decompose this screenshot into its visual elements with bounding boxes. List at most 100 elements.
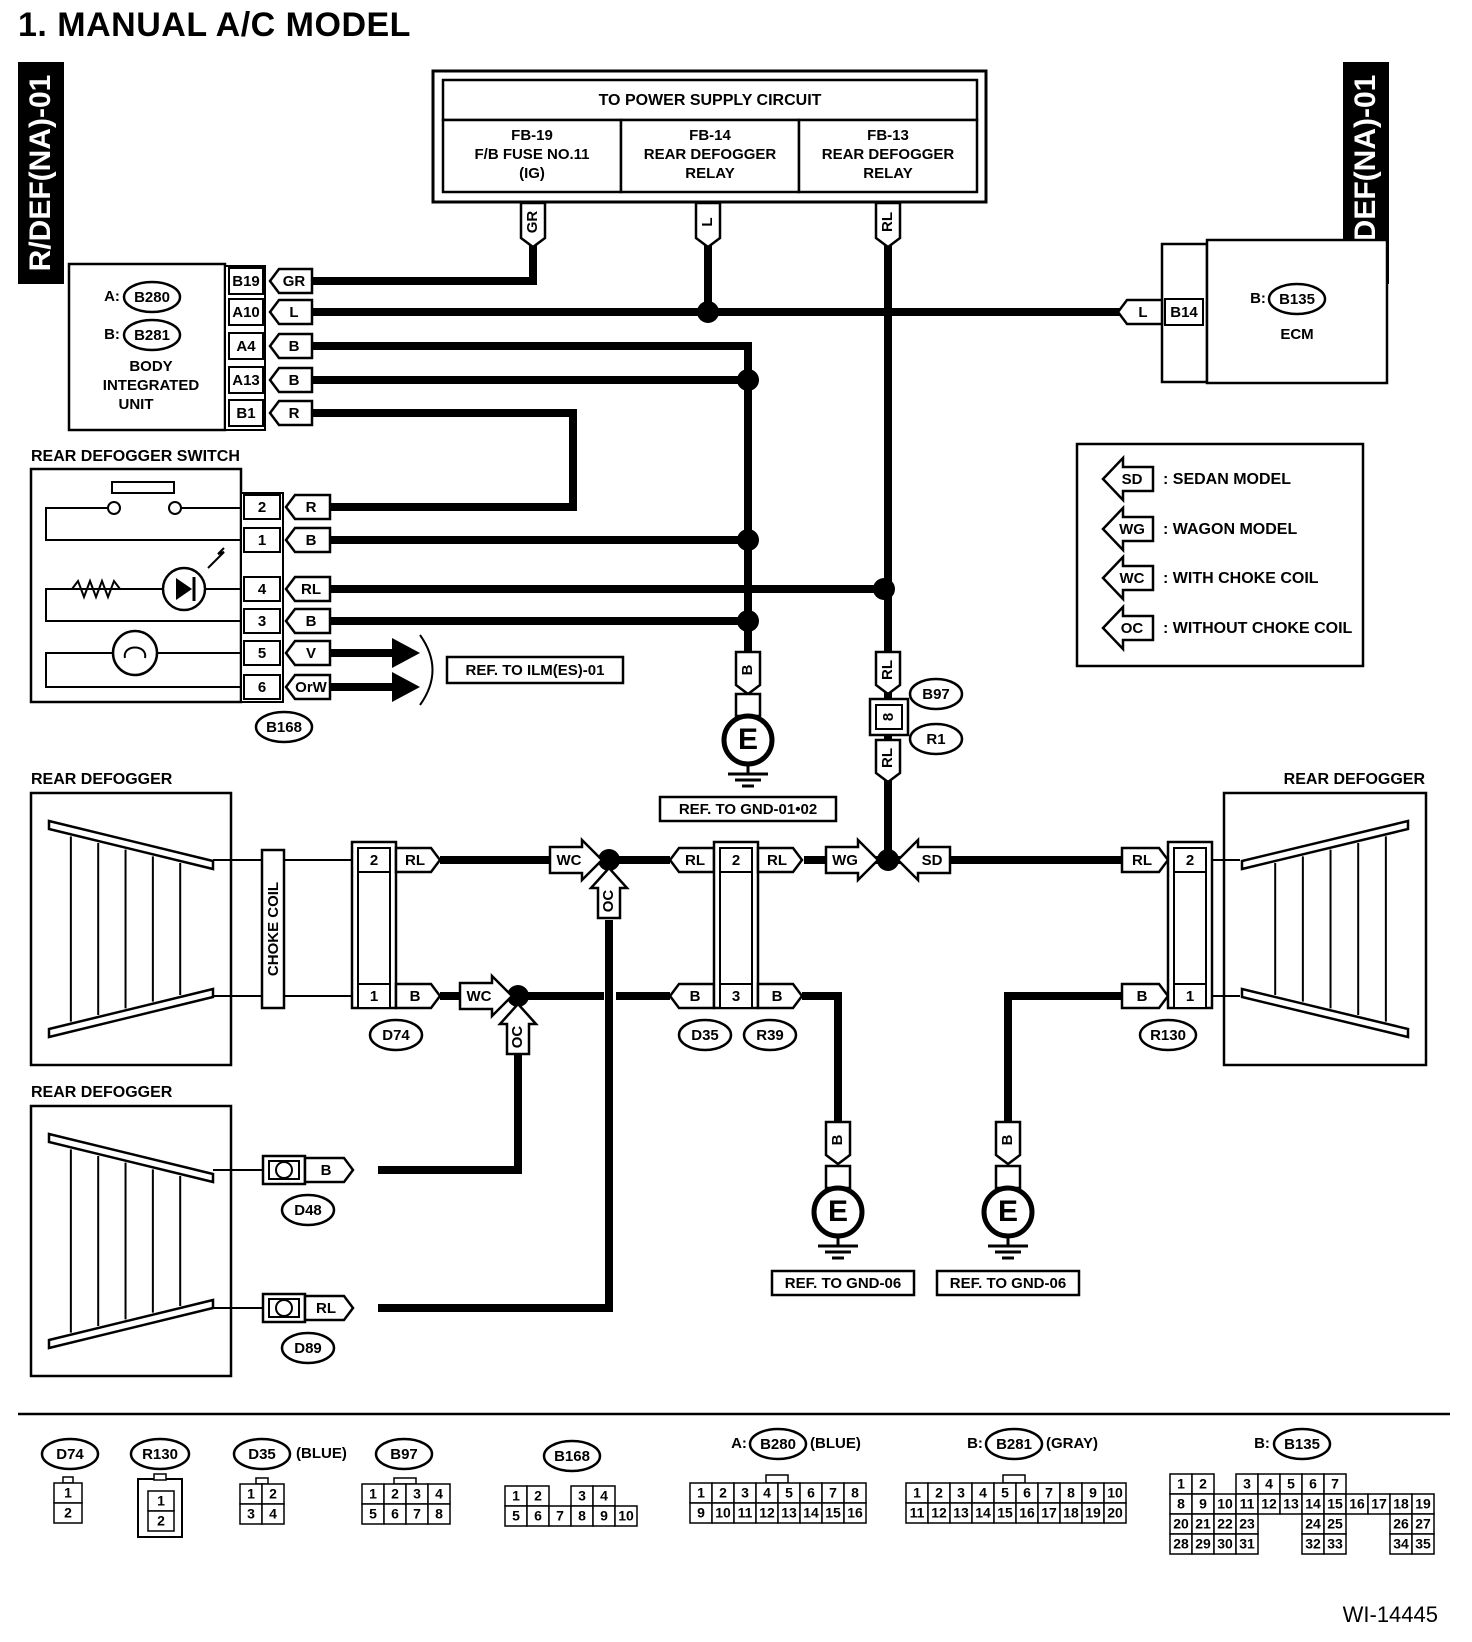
biu-wire-tag-text: R: [289, 405, 300, 422]
switch-wire-tag: [284, 575, 332, 603]
d35-pin: 1: [247, 1486, 255, 1502]
b135-pin: 31: [1239, 1536, 1255, 1552]
d74-pin-2-text: 2: [370, 852, 378, 869]
power-cell-text: REAR DEFOGGER: [822, 146, 955, 163]
switch-pin-text: 5: [258, 645, 266, 662]
b281-pin: 6: [1023, 1485, 1031, 1501]
b135-pin: 14: [1305, 1496, 1321, 1512]
switch-wire-tag-text: B: [306, 532, 317, 549]
d74-rl-tag-text: RL: [405, 852, 425, 869]
b135-pin: 10: [1217, 1496, 1233, 1512]
r130-latch: [153, 1473, 167, 1481]
b135-pin: 30: [1217, 1536, 1233, 1552]
power-cell-text: RELAY: [685, 165, 734, 182]
b280-pin: 14: [803, 1505, 819, 1521]
section-tag-left: R/DEF(NA)-01: [18, 62, 64, 284]
b281-pin: 4: [979, 1485, 987, 1501]
rear-defogger-left-bar-top: [47, 819, 215, 871]
biu-conn-b280-text: B280: [134, 289, 170, 306]
r130-rl-tag: [1120, 846, 1170, 874]
b135-pin: 16: [1349, 1496, 1365, 1512]
b135-pin: 17: [1371, 1496, 1387, 1512]
switch-wire-tag: [284, 526, 332, 554]
b281-pin: 10: [1107, 1485, 1123, 1501]
switch-wire-tag-text: R: [306, 499, 317, 516]
biu-wire-tag: [268, 366, 314, 394]
b281-pin: 8: [1067, 1485, 1075, 1501]
led-light-icon: [207, 547, 225, 569]
power-cell-text: RELAY: [863, 165, 912, 182]
b280-prefix: A:: [731, 1435, 747, 1452]
b280-latch: [765, 1474, 789, 1484]
d89-rl-tag: [303, 1294, 355, 1322]
tag-rl-upper-text: RL: [879, 660, 896, 680]
tag-gr-text: GR: [524, 211, 541, 234]
tag-gr: [519, 201, 547, 249]
conn-d74: [368, 1018, 424, 1052]
d35-rl-tag-text: RL: [685, 852, 705, 869]
d74-latch: [62, 1476, 74, 1484]
wire-r: [272, 409, 577, 511]
biu-pin-text: A4: [236, 338, 256, 355]
rear-defogger-left: [29, 791, 233, 1067]
b281-pin: 17: [1041, 1505, 1057, 1521]
b281-pin: 15: [997, 1505, 1013, 1521]
d74-rl-tag: [394, 846, 442, 874]
b135-pin: 7: [1331, 1476, 1339, 1492]
relay-cell-1: [619, 118, 801, 194]
power-cell-text: FB-13: [867, 127, 909, 144]
b280-pin: 1: [697, 1485, 705, 1501]
r130-b-tag-text: B: [1137, 988, 1148, 1005]
d35-pin: 4: [269, 1506, 277, 1522]
r130-pin-2-text: 2: [1186, 852, 1194, 869]
ecm-pin-text: B14: [1170, 304, 1198, 321]
legend-conn-d74: [40, 1437, 100, 1471]
b280-pin: 6: [807, 1485, 815, 1501]
ground-3-stub: [994, 1164, 1022, 1190]
d74-b-tag-text: B: [410, 988, 421, 1005]
b281-pin: 1: [913, 1485, 921, 1501]
biu-pin-text: A13: [232, 372, 260, 389]
biu-wire-tag-text: B: [289, 372, 300, 389]
ecm-conn-b135-text: B135: [1279, 291, 1315, 308]
ecm-name: ECM: [1280, 326, 1313, 343]
switch-wire-tag: [284, 639, 332, 667]
b97-latch: [393, 1477, 417, 1485]
conn-d35-text: D35: [691, 1027, 719, 1044]
arrow-oc-top: [588, 866, 630, 920]
page-title: 1. MANUAL A/C MODEL: [18, 6, 411, 44]
tag-rl-text: RL: [879, 212, 896, 232]
junction-rl-main: [877, 849, 899, 871]
arrow-sd-text: SD: [922, 852, 943, 869]
tag-b-gnd06b: [994, 1120, 1022, 1166]
b280-pin: 5: [785, 1485, 793, 1501]
biu-conn-b281: [122, 318, 182, 352]
d74-pin-1-text: 1: [370, 988, 378, 1005]
ground-3-letter: E: [998, 1195, 1018, 1228]
legend-conn-b168: [542, 1439, 602, 1473]
switch-pin: [243, 608, 281, 634]
tag-rl-upper: [874, 650, 902, 696]
b135-pin: 8: [1177, 1496, 1185, 1512]
b280-pin: 7: [829, 1485, 837, 1501]
biu-wire-tag-text: L: [289, 304, 298, 321]
d74-pin-1: [357, 983, 391, 1009]
b280-cell: [843, 1502, 867, 1524]
b281-prefix: B:: [967, 1435, 983, 1452]
tag-b-gnd06a-text: B: [829, 1134, 846, 1145]
wire-b-gnd06b: [1004, 992, 1130, 1122]
b168-pin: 3: [578, 1488, 586, 1504]
biu-wire-tag-text: GR: [283, 273, 306, 290]
legend-arrow-text: WG: [1119, 521, 1145, 538]
ground-2-stub: [824, 1164, 852, 1190]
junction-rl-wc: [598, 849, 620, 871]
arrow-oc-bottom-text: OC: [509, 1026, 526, 1049]
bulb-icon: [111, 629, 159, 677]
arrow-wc-bottom: [458, 972, 514, 1020]
wire-oc-d89: [378, 920, 613, 1312]
b135-cell: [1323, 1533, 1347, 1555]
conn-d48-text: D48: [294, 1202, 322, 1219]
ecm-pin: [1164, 298, 1204, 326]
r130-pin-1-text: 1: [1186, 988, 1194, 1005]
r39-b-tag: [756, 982, 804, 1010]
